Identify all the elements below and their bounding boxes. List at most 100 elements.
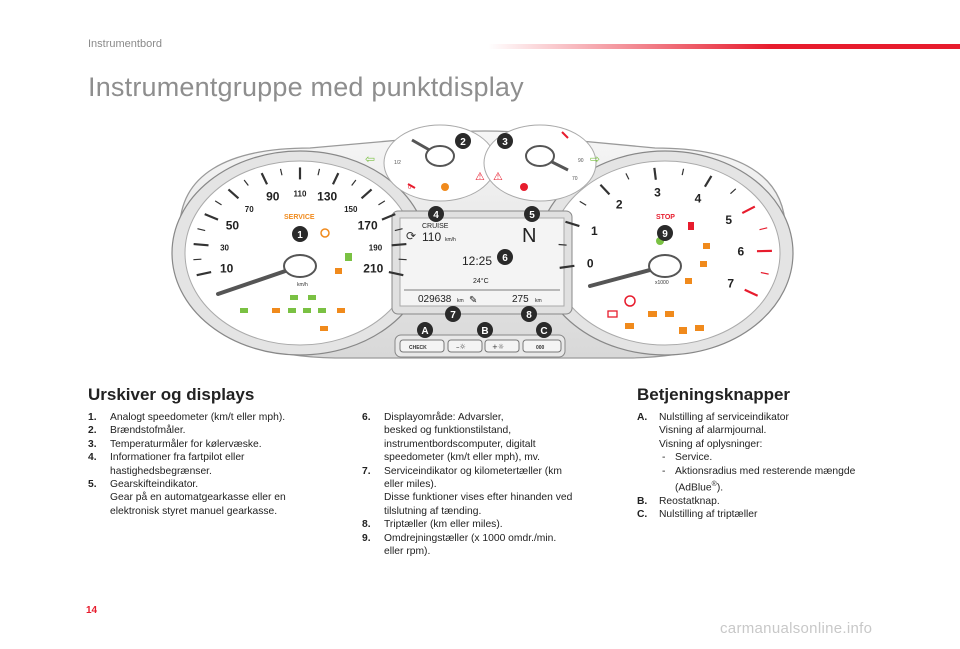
middle-item-text: instrumentbordscomputer, digitalt xyxy=(384,438,536,450)
rpm-tick-label: 4 xyxy=(695,191,702,205)
dial-ticks xyxy=(193,167,772,297)
middle-item-text: eller rpm). xyxy=(384,546,431,558)
callout-label: 7 xyxy=(450,310,456,321)
middle-item: 6.Displayområde: Advarsler,besked og fun… xyxy=(362,411,612,465)
header-rule xyxy=(488,44,960,49)
fuel-red-zone xyxy=(407,183,416,189)
rpm-tick-label: 3 xyxy=(654,186,661,200)
speed-tick xyxy=(331,172,340,185)
rpm-tick xyxy=(558,243,567,246)
speed-tick-label: 190 xyxy=(369,244,383,253)
callout-label: A xyxy=(421,326,428,337)
rpm-hub xyxy=(648,254,682,278)
range-unit: km xyxy=(535,298,542,304)
rpm-tick xyxy=(744,288,759,297)
speed-tick xyxy=(279,168,283,176)
rheostat-minus-label: –☼ xyxy=(456,343,466,351)
middle-item-text: Displayområde: Advarsler, xyxy=(384,412,504,423)
speed-tick-label: 130 xyxy=(317,189,337,203)
temp-warning-icon xyxy=(520,183,528,191)
left-item-number: 3. xyxy=(88,438,97,450)
rpm-tick xyxy=(703,175,713,188)
outside-temp: 24°C xyxy=(473,277,489,285)
section-header: Instrumentbord xyxy=(88,38,162,50)
rpm-tick xyxy=(760,271,769,275)
speed-tick xyxy=(394,228,403,232)
speed-tick xyxy=(378,200,386,206)
callout-label: B xyxy=(481,326,488,337)
middle-item-text: Serviceindikator og kilometertæller (km xyxy=(384,465,562,477)
speed-tick-label: 210 xyxy=(363,262,383,276)
fuel-warning-icon xyxy=(441,183,449,191)
trip-reset-button xyxy=(522,339,562,353)
callout-label: 1 xyxy=(297,230,303,241)
speed-tick xyxy=(227,188,240,200)
display-list: 6.Displayområde: Advarsler,besked og fun… xyxy=(362,411,612,558)
left-item-text: Informationer fra fartpilot eller xyxy=(110,452,245,464)
rpm-tick-label: 7 xyxy=(727,276,734,290)
fuel-hub xyxy=(425,145,455,167)
callout-badge xyxy=(536,322,552,338)
cruise-label: CRUISE xyxy=(422,223,449,230)
fuel-mark-zero: 0 xyxy=(408,185,412,191)
rpm-tick-label: 5 xyxy=(725,213,732,227)
callout-badge xyxy=(657,225,673,241)
left-item: 5.Gearskifteindikator.Gear på en automat… xyxy=(88,478,328,518)
temp-mark-high: 90 xyxy=(578,158,584,164)
rpm-unit: x1000 xyxy=(655,280,669,286)
callout-badge xyxy=(497,249,513,265)
control-a-line: Visning af oplysninger: xyxy=(659,438,763,450)
rpm-tick-label: 1 xyxy=(591,224,598,238)
speed-tick-label: 110 xyxy=(294,189,307,198)
rpm-tick xyxy=(579,200,587,206)
gear-indicator: N xyxy=(522,225,536,247)
clock-value: 12:25 xyxy=(462,254,492,268)
rpm-tick xyxy=(565,220,580,228)
page-number: 14 xyxy=(86,605,98,616)
control-item-c: C. Nulstilling af triptæller xyxy=(637,508,902,521)
section-title-controls: Betjeningsknapper xyxy=(637,385,791,404)
left-item-text: Gear på en automatgearkasse eller en xyxy=(110,492,286,504)
speed-tick xyxy=(317,168,321,176)
rpm-tick xyxy=(653,167,657,180)
speed-tick xyxy=(196,270,212,277)
speed-tick xyxy=(381,213,396,221)
tachometer-face xyxy=(549,160,781,346)
temp-red-zone xyxy=(561,131,569,139)
middle-item-number: 8. xyxy=(362,519,371,531)
callout-label: 3 xyxy=(502,137,508,148)
stop-label: STOP xyxy=(656,214,675,221)
left-item-text: Analogt speedometer (km/t eller mph). xyxy=(110,412,286,423)
middle-item-text: besked og funktionstilstand, xyxy=(384,425,512,437)
middle-item-number: 7. xyxy=(362,465,371,477)
callout-label: C xyxy=(540,326,547,337)
middle-item-text: Disse funktioner vises efter hinanden ve… xyxy=(384,492,573,504)
speed-tick-label: 10 xyxy=(220,262,234,276)
callout-badge xyxy=(292,226,308,242)
middle-item-text: tilslutning af tænding. xyxy=(384,505,482,517)
callout-badge xyxy=(524,206,540,222)
speed-tick xyxy=(214,200,222,206)
speed-tick xyxy=(193,258,202,261)
left-item-number: 5. xyxy=(88,479,97,491)
rpm-tick xyxy=(625,173,630,180)
left-item: 3.Temperaturmåler for kølervæske. xyxy=(88,438,328,451)
rheostat-plus-button xyxy=(484,339,520,353)
middle-item-text: eller miles). xyxy=(384,479,437,491)
middle-item-text: Omdrejningstæller (x 1000 omdr./min. xyxy=(384,532,557,544)
middle-item-text: Triptæller (km eller miles). xyxy=(384,519,503,531)
speed-tick xyxy=(197,228,206,232)
callout-label: 4 xyxy=(433,210,439,221)
speed-tick-label: 30 xyxy=(220,244,229,253)
speed-tick-label: 70 xyxy=(245,205,254,214)
speed-unit: km/h xyxy=(297,282,308,288)
speed-tick-label: 150 xyxy=(344,205,358,214)
callout-badge xyxy=(497,133,513,149)
left-item-number: 4. xyxy=(88,452,97,464)
speed-hub xyxy=(283,254,317,278)
control-a-line: Visning af alarmjournal. xyxy=(659,425,767,437)
speed-tick xyxy=(243,179,249,186)
callout-label: 5 xyxy=(529,210,535,221)
callout-label: 8 xyxy=(526,310,532,321)
